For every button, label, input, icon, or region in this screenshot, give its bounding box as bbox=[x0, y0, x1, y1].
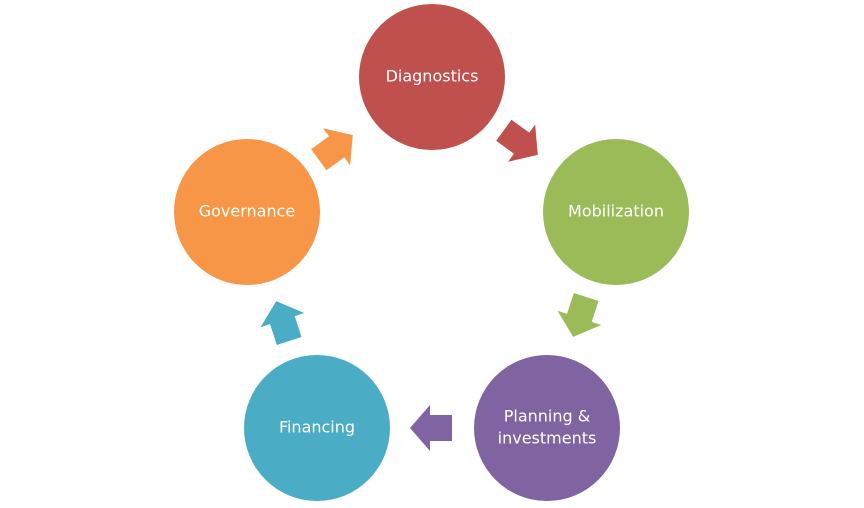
stage-label: Planning & bbox=[504, 407, 590, 426]
stage-circle bbox=[174, 139, 320, 285]
stage-circle bbox=[244, 355, 390, 501]
stage-circle bbox=[359, 4, 505, 150]
stage-label: Mobilization bbox=[568, 202, 664, 221]
stage-label: investments bbox=[498, 429, 597, 448]
stage-mobilization: Mobilization bbox=[543, 139, 689, 285]
stage-financing: Financing bbox=[244, 355, 390, 501]
stage-label: Diagnostics bbox=[386, 67, 479, 86]
stage-diagnostics: Diagnostics bbox=[359, 4, 505, 150]
arrow-mobilization-to-planning-investments-icon bbox=[557, 292, 602, 337]
arrow-planning-investments-to-financing-icon bbox=[410, 405, 452, 451]
arrow-financing-to-governance-icon bbox=[260, 301, 305, 346]
stage-circle bbox=[474, 355, 620, 501]
stage-planning-investments: Planning & investments bbox=[474, 355, 620, 501]
arrow-governance-to-diagnostics-icon bbox=[311, 128, 353, 171]
stage-label: Financing bbox=[279, 418, 355, 437]
stage-label: Governance bbox=[199, 202, 296, 221]
stage-governance: Governance bbox=[174, 139, 320, 285]
stage-circle bbox=[543, 139, 689, 285]
arrow-diagnostics-to-mobilization-icon bbox=[496, 119, 538, 162]
